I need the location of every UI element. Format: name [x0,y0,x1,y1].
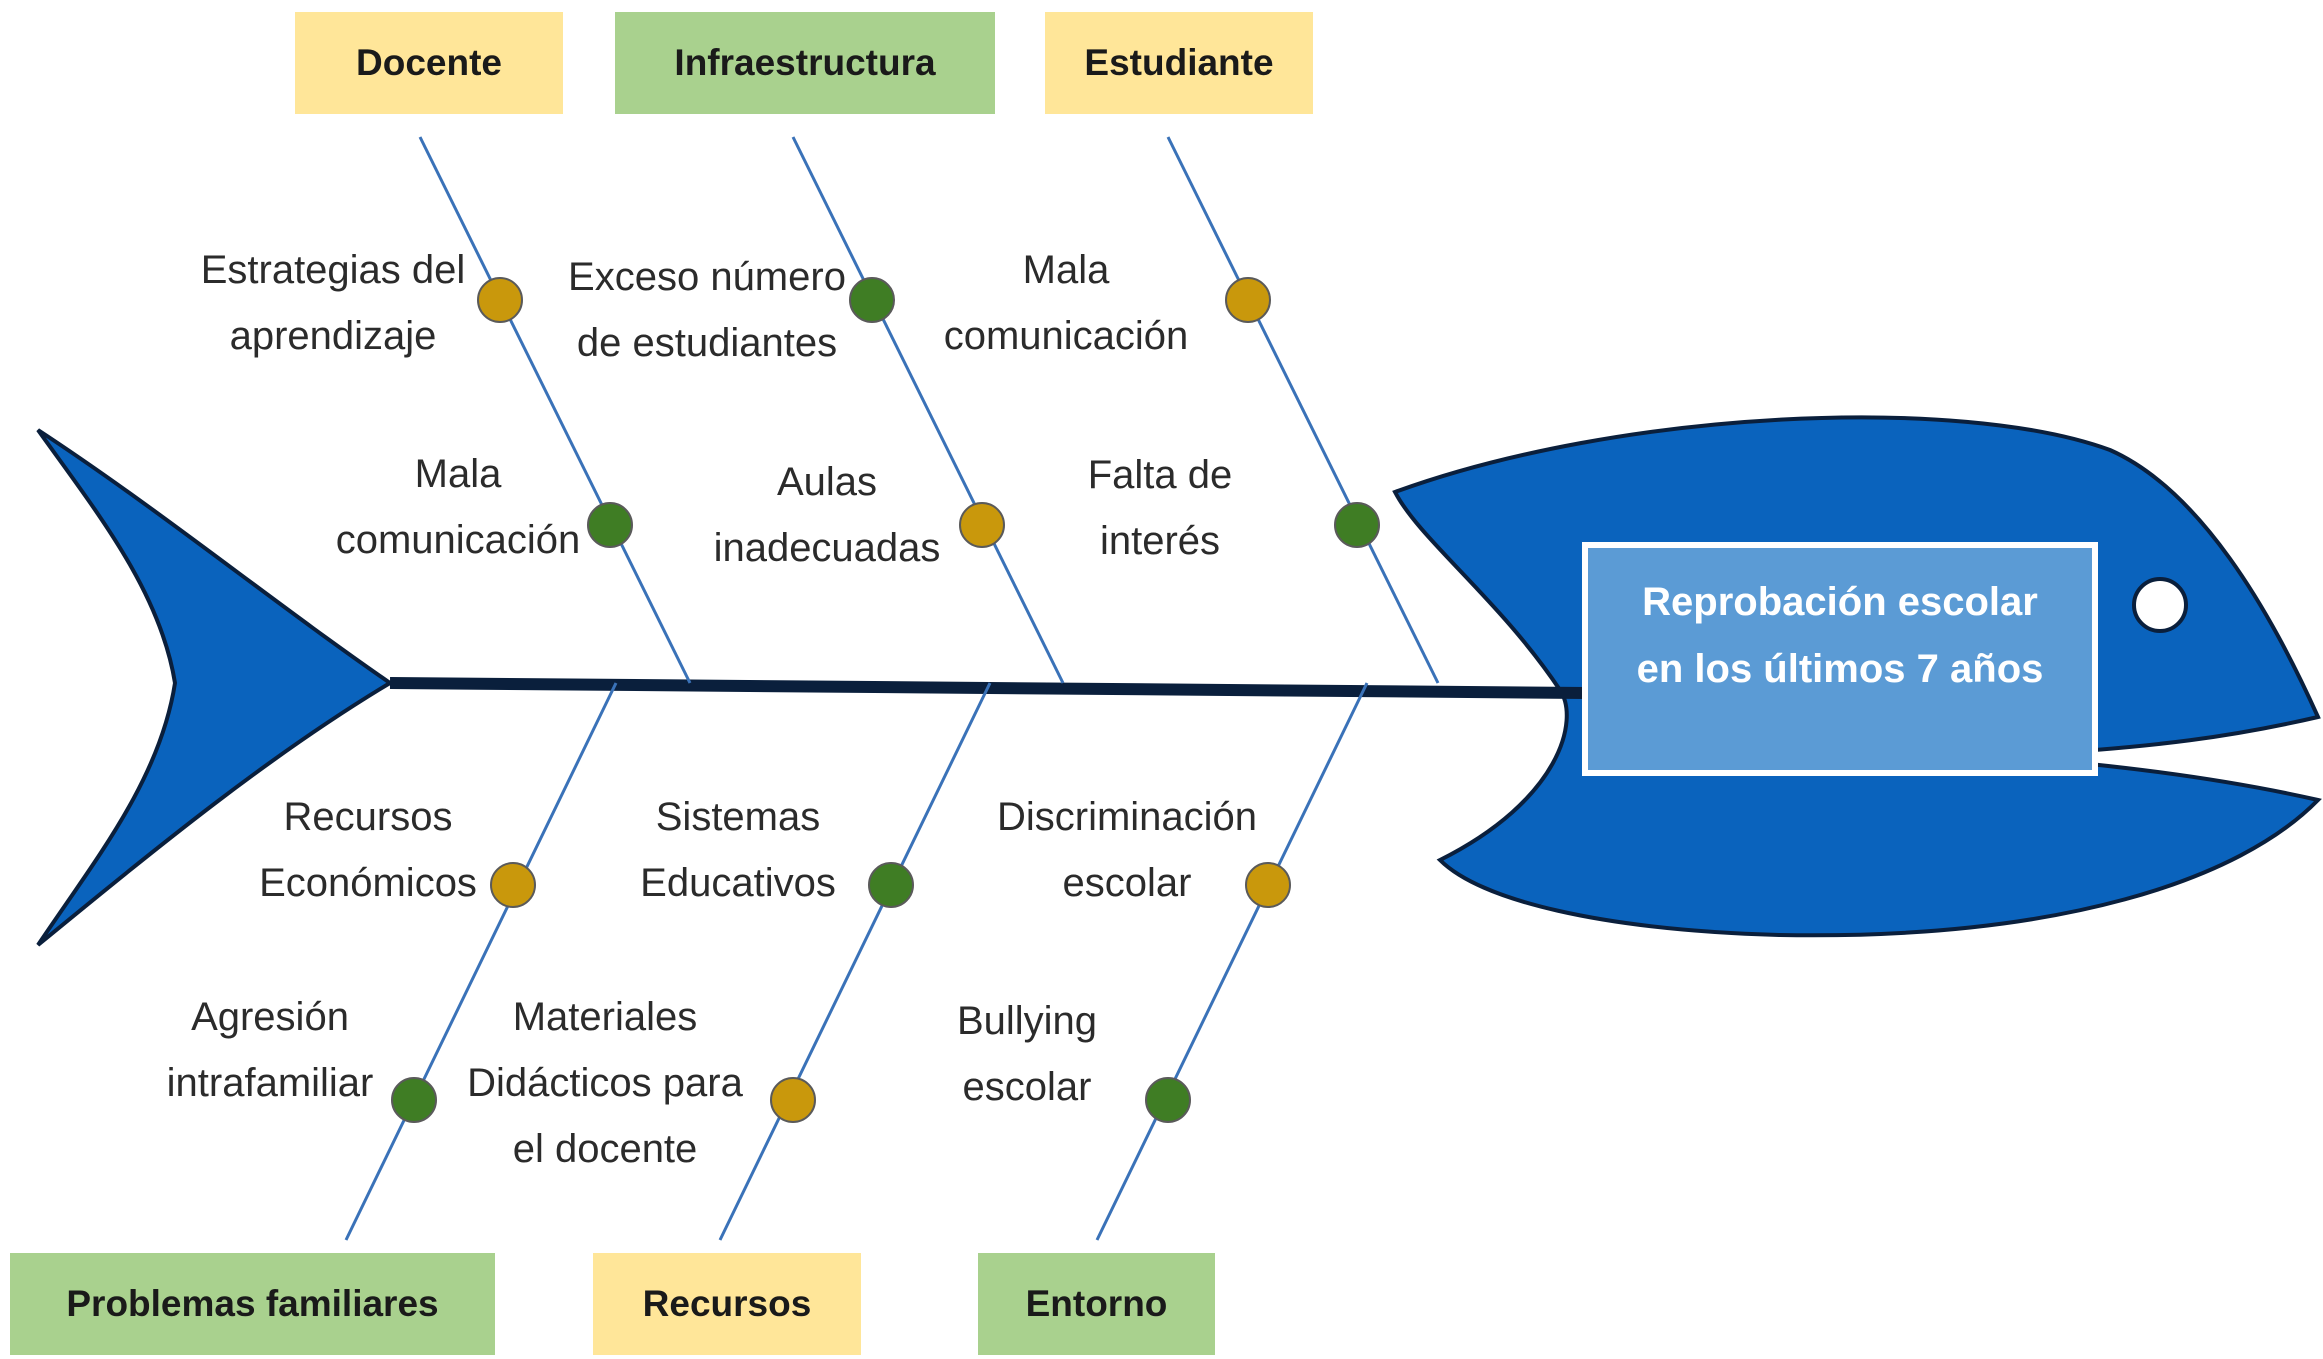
cause-label-line: comunicación [336,518,581,562]
category-box-problemas-familiares [10,1253,495,1355]
cause-infraestructura-1: Exceso número de estudiantes [568,255,895,365]
cause-label-line: Mala [1023,248,1110,292]
cause-label-line: Sistemas [656,795,821,839]
cause-dot [959,502,1005,548]
category-problemas-familiares: Problemas familiares RecursosEconómicosAg… [10,682,618,1355]
category-label-entorno: Entorno [1026,1283,1168,1324]
category-entorno: EntornoDiscriminaciónescolarBullyingesco… [957,682,1369,1355]
cause-label-line: aprendizaje [230,314,437,358]
cause-label-line: Recursos [284,795,453,839]
cause-dot [1145,1077,1191,1123]
cause-entorno-1: Discriminación escolar [997,795,1291,908]
category-label-recursos: Recursos [643,1283,812,1324]
cause-label-line: Bullying [957,999,1097,1043]
category-box-entorno [978,1253,1215,1355]
bone-line-infraestructura [791,136,1065,684]
category-box-estudiante [1045,12,1313,114]
cause-label-line: comunicación [944,314,1189,358]
cause-dot [391,1077,437,1123]
cause-label-line: Estrategias del [201,248,466,292]
effect-label-line-1: Reprobación escolar [1642,580,2038,624]
cause-estudiante-1: Mala comunicación [944,248,1271,358]
category-label-problemas-familiares: Problemas familiares [66,1283,438,1324]
cause-label-line: intrafamiliar [167,1061,374,1105]
bone-line-entorno [1095,682,1369,1241]
cause-label-line: Educativos [640,861,836,905]
effect-box-frame [1582,542,2098,776]
cause-dot [477,277,523,323]
effect-box: Reprobación escolar en los últimos 7 año… [1582,542,2098,776]
category-label-infraestructura: Infraestructura [674,42,936,83]
cause-estudiante-2: Falta de interés [1088,453,1380,563]
category-label-docente: Docente [356,42,502,83]
cause-docente-2: Mala comunicación [336,452,633,562]
cause-dot [490,862,536,908]
bone-line-problemas-familiares [344,682,618,1241]
cause-dot [587,502,633,548]
cause-label-line: de estudiantes [577,321,837,365]
category-box-docente [295,12,563,114]
cause-dot [849,277,895,323]
bone-line-docente [418,136,692,684]
effect-label-line-2: en los últimos 7 años [1637,647,2044,691]
cause-docente-1: Estrategias del aprendizaje [201,248,523,358]
cause-entorno-2: Bullying escolar [957,999,1191,1123]
bone-line-estudiante [1166,136,1440,684]
cause-label-line: inadecuadas [714,526,941,570]
cause-dot [1334,502,1380,548]
cause-label-line: Exceso número [568,255,846,299]
cause-infraestructura-2: Aulas inadecuadas [714,460,1005,570]
cause-label-line: escolar [963,1065,1092,1109]
cause-label-line: Falta de [1088,453,1233,497]
category-recursos: Recursos SistemasEducativosMaterialesDidá… [467,682,992,1355]
category-label-estudiante: Estudiante [1084,42,1273,83]
cause-label-line: Discriminación [997,795,1257,839]
cause-label-line: Didácticos para [467,1061,743,1105]
cause-dot [1225,277,1271,323]
bone-line-recursos [718,682,992,1241]
fish-eye [2132,577,2188,633]
cause-label-line: escolar [1063,861,1192,905]
category-box-recursos [593,1253,861,1355]
cause-dot [770,1077,816,1123]
category-box-infraestructura [615,12,995,114]
fish-tail [36,428,394,947]
cause-label-line: interés [1100,519,1220,563]
cause-dot [868,862,914,908]
cause-label-line: el docente [513,1127,698,1171]
cause-problemas-familiares-2: Agresión intrafamiliar [167,995,437,1123]
cause-label-line: Aulas [777,460,877,504]
cause-label-line: Materiales [513,995,698,1039]
cause-label-line: Agresión [191,995,349,1039]
cause-dot [1245,862,1291,908]
cause-label-line: Económicos [259,861,477,905]
cause-label-line: Mala [415,452,502,496]
